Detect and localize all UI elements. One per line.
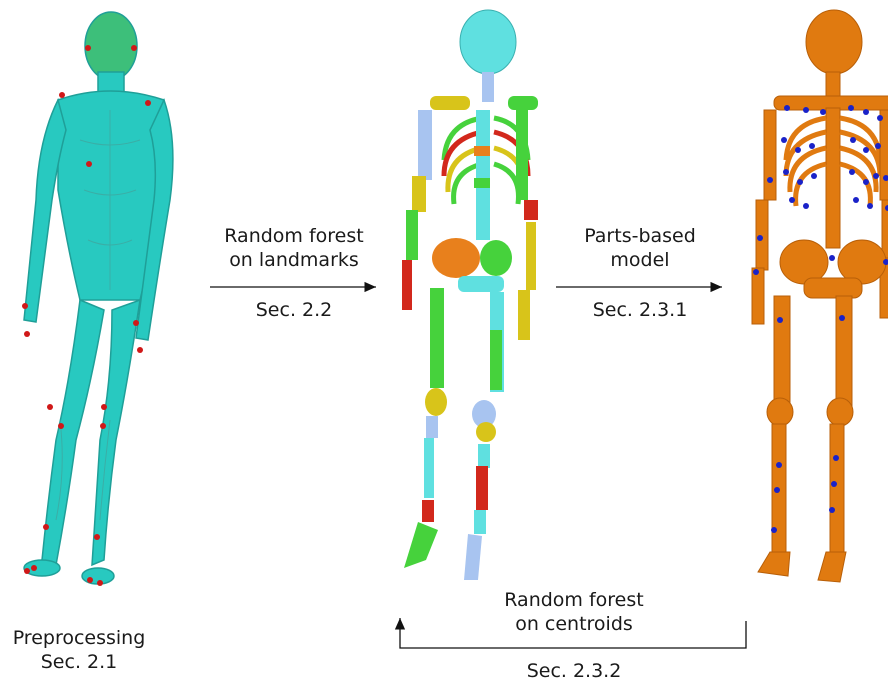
landmarks-section: Sec. 2.2 [204, 298, 384, 322]
preprocessing-label: Preprocessing [0, 626, 158, 650]
centroids-label-line1: Random forest [474, 588, 674, 612]
landmarks-label-line1: Random forest [204, 224, 384, 248]
centroids-section: Sec. 2.3.2 [474, 659, 674, 683]
preprocessing-section: Sec. 2.1 [0, 650, 158, 674]
parts-model-arrow-label: Parts-based model [550, 224, 730, 272]
landmarks-label-line2: on landmarks [204, 248, 384, 272]
parts-label-line1: Parts-based [550, 224, 730, 248]
preprocessing-caption: Preprocessing Sec. 2.1 [0, 626, 158, 674]
centroids-label-line2: on centroids [474, 612, 674, 636]
centroids-arrow-label: Random forest on centroids [474, 588, 674, 636]
parts-label-line2: model [550, 248, 730, 272]
landmarks-arrow-label: Random forest on landmarks [204, 224, 384, 272]
parts-section: Sec. 2.3.1 [550, 298, 730, 322]
